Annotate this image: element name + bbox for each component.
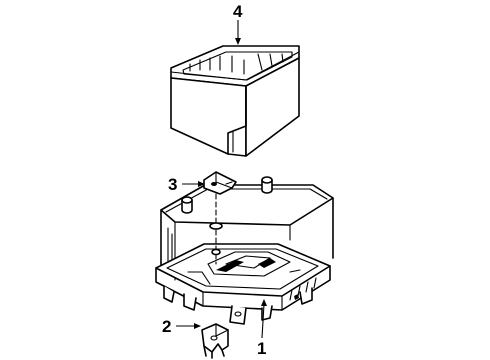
callout-3: 3 [168,175,177,194]
callout-2: 2 [162,317,171,336]
callout-1: 1 [257,339,266,358]
hold-down-bolt [209,193,223,265]
battery-terminal-right [261,176,273,194]
battery-cover [170,45,300,157]
battery [160,176,334,281]
battery-terminal-left [181,196,193,214]
hold-down-bracket [201,323,229,359]
hold-down-clamp [203,171,237,195]
callout-4: 4 [233,2,243,21]
leader-lines [176,20,267,339]
battery-tray [155,243,331,325]
